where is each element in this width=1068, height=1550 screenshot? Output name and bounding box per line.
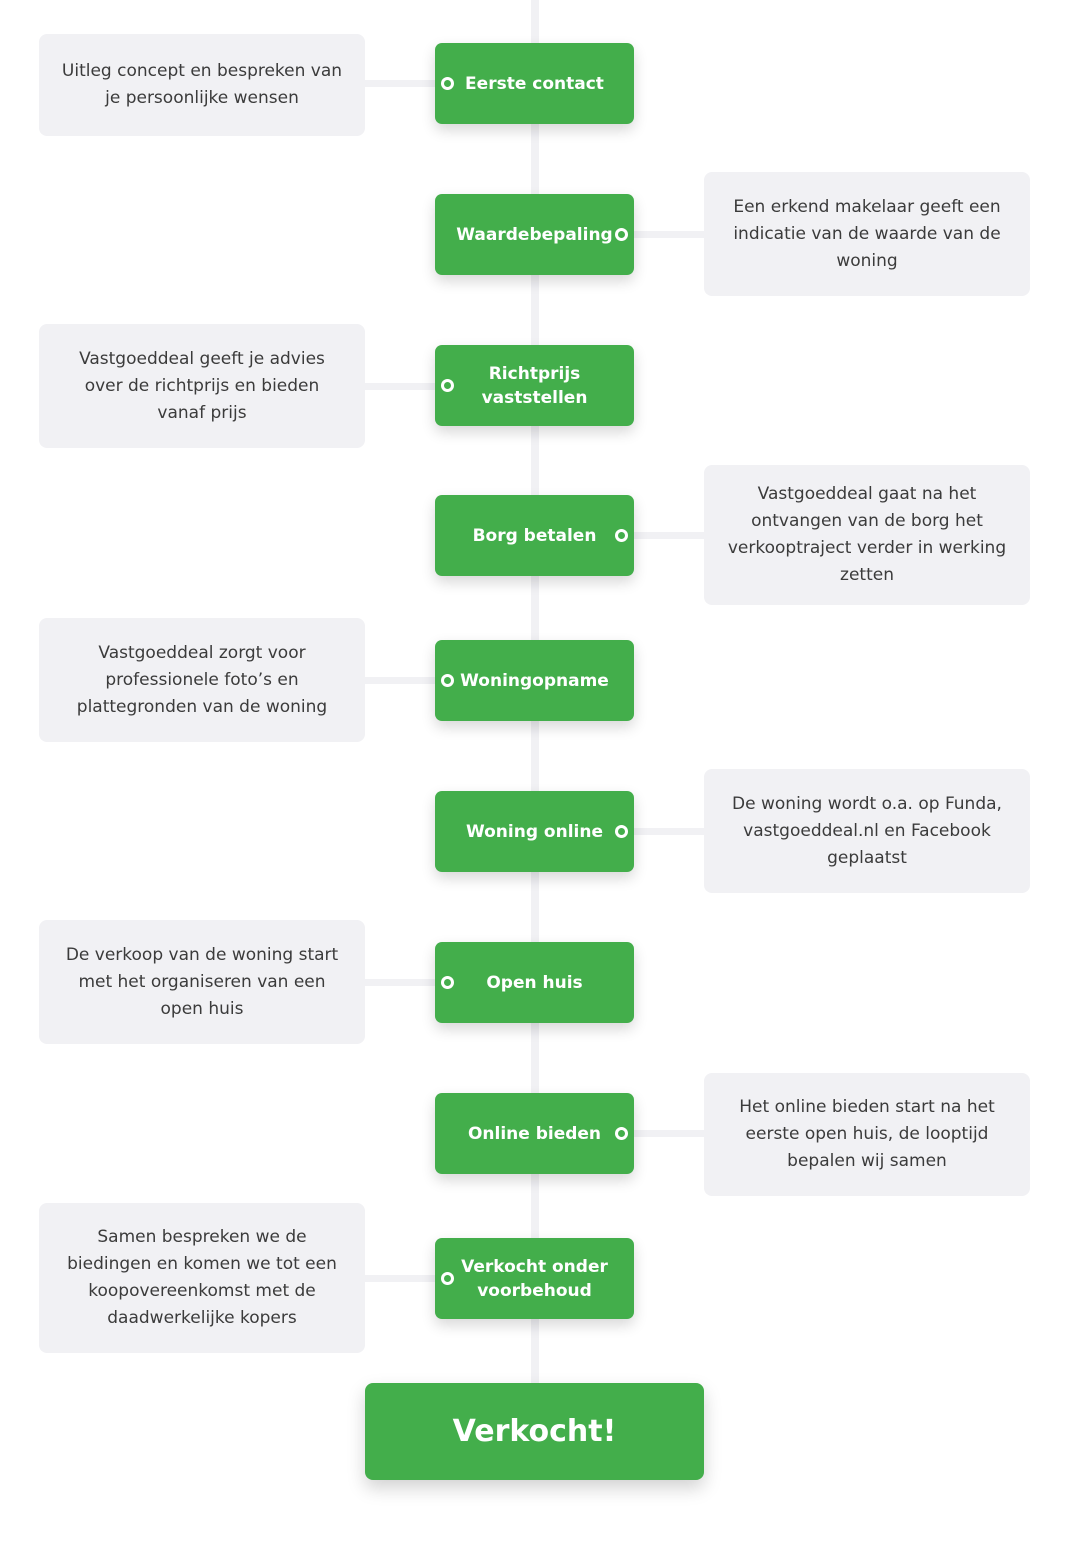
step-label: Waardebepaling — [456, 224, 613, 245]
step-description-text: Een erkend makelaar geeft een indicatie … — [733, 196, 1001, 271]
step-label: Richtprijs vaststellen — [481, 363, 588, 408]
step-description-text: Vastgoeddeal geeft je advies over de ric… — [79, 348, 325, 423]
connector-line — [365, 1275, 440, 1282]
timeline-dot-icon — [615, 1127, 628, 1140]
timeline-dot-icon — [441, 77, 454, 90]
step-description-text: Vastgoeddeal zorgt voor professionele fo… — [76, 642, 328, 717]
step-woning-online: Woning online — [435, 791, 634, 872]
step-label: Open huis — [486, 972, 583, 993]
step-eerste-contact: Eerste contact — [435, 43, 634, 124]
timeline-dot-icon — [441, 379, 454, 392]
connector-line — [629, 231, 704, 238]
step-description: Vastgoeddeal gaat na het ontvangen van d… — [704, 465, 1030, 605]
step-description-text: Samen bespreken we de biedingen en komen… — [67, 1227, 337, 1328]
timeline-dot-icon — [615, 825, 628, 838]
connector-line — [365, 80, 440, 87]
step-description-text: Vastgoeddeal gaat na het ontvangen van d… — [727, 484, 1007, 585]
step-description: De woning wordt o.a. op Funda, vastgoedd… — [704, 769, 1030, 893]
step-description-text: Uitleg concept en bespreken van je perso… — [61, 61, 343, 108]
step-label: Woningopname — [460, 670, 609, 691]
step-description-text: De verkoop van de woning start met het o… — [65, 944, 339, 1019]
connector-line — [629, 828, 704, 835]
final-step-verkocht: Verkocht! — [365, 1383, 704, 1480]
timeline-dot-icon — [441, 674, 454, 687]
connector-line — [365, 677, 440, 684]
step-description: Samen bespreken we de biedingen en komen… — [39, 1203, 365, 1353]
step-label: Online bieden — [467, 1123, 602, 1144]
step-label: Woning online — [465, 821, 603, 842]
connector-line — [365, 979, 440, 986]
connector-line — [629, 1130, 704, 1137]
step-open-huis: Open huis — [435, 942, 634, 1023]
step-description: Vastgoeddeal geeft je advies over de ric… — [39, 324, 365, 448]
step-description: Uitleg concept en bespreken van je perso… — [39, 34, 365, 136]
step-label: Eerste contact — [465, 73, 604, 94]
step-borg-betalen: Borg betalen — [435, 495, 634, 576]
step-woningopname: Woningopname — [435, 640, 634, 721]
step-description: De verkoop van de woning start met het o… — [39, 920, 365, 1044]
step-description: Vastgoeddeal zorgt voor professionele fo… — [39, 618, 365, 742]
step-description-text: De woning wordt o.a. op Funda, vastgoedd… — [732, 793, 1002, 868]
step-label: Borg betalen — [472, 525, 597, 546]
timeline-dot-icon — [441, 1272, 454, 1285]
timeline-dot-icon — [615, 228, 628, 241]
connector-line — [365, 383, 440, 390]
timeline-dot-icon — [441, 976, 454, 989]
step-description-text: Het online bieden start na het eerste op… — [739, 1097, 995, 1171]
connector-line — [629, 532, 704, 539]
step-verkocht-onder-voorbehoud: Verkocht onder voorbehoud — [435, 1238, 634, 1319]
step-online-bieden: Online bieden — [435, 1093, 634, 1174]
step-label: Verkocht onder voorbehoud — [461, 1256, 608, 1301]
step-description: Het online bieden start na het eerste op… — [704, 1073, 1030, 1196]
step-waardebepaling: Waardebepaling — [435, 194, 634, 275]
step-richtprijs-vaststellen: Richtprijs vaststellen — [435, 345, 634, 426]
timeline-dot-icon — [615, 529, 628, 542]
step-description: Een erkend makelaar geeft een indicatie … — [704, 172, 1030, 296]
final-step-label: Verkocht! — [452, 1414, 617, 1449]
